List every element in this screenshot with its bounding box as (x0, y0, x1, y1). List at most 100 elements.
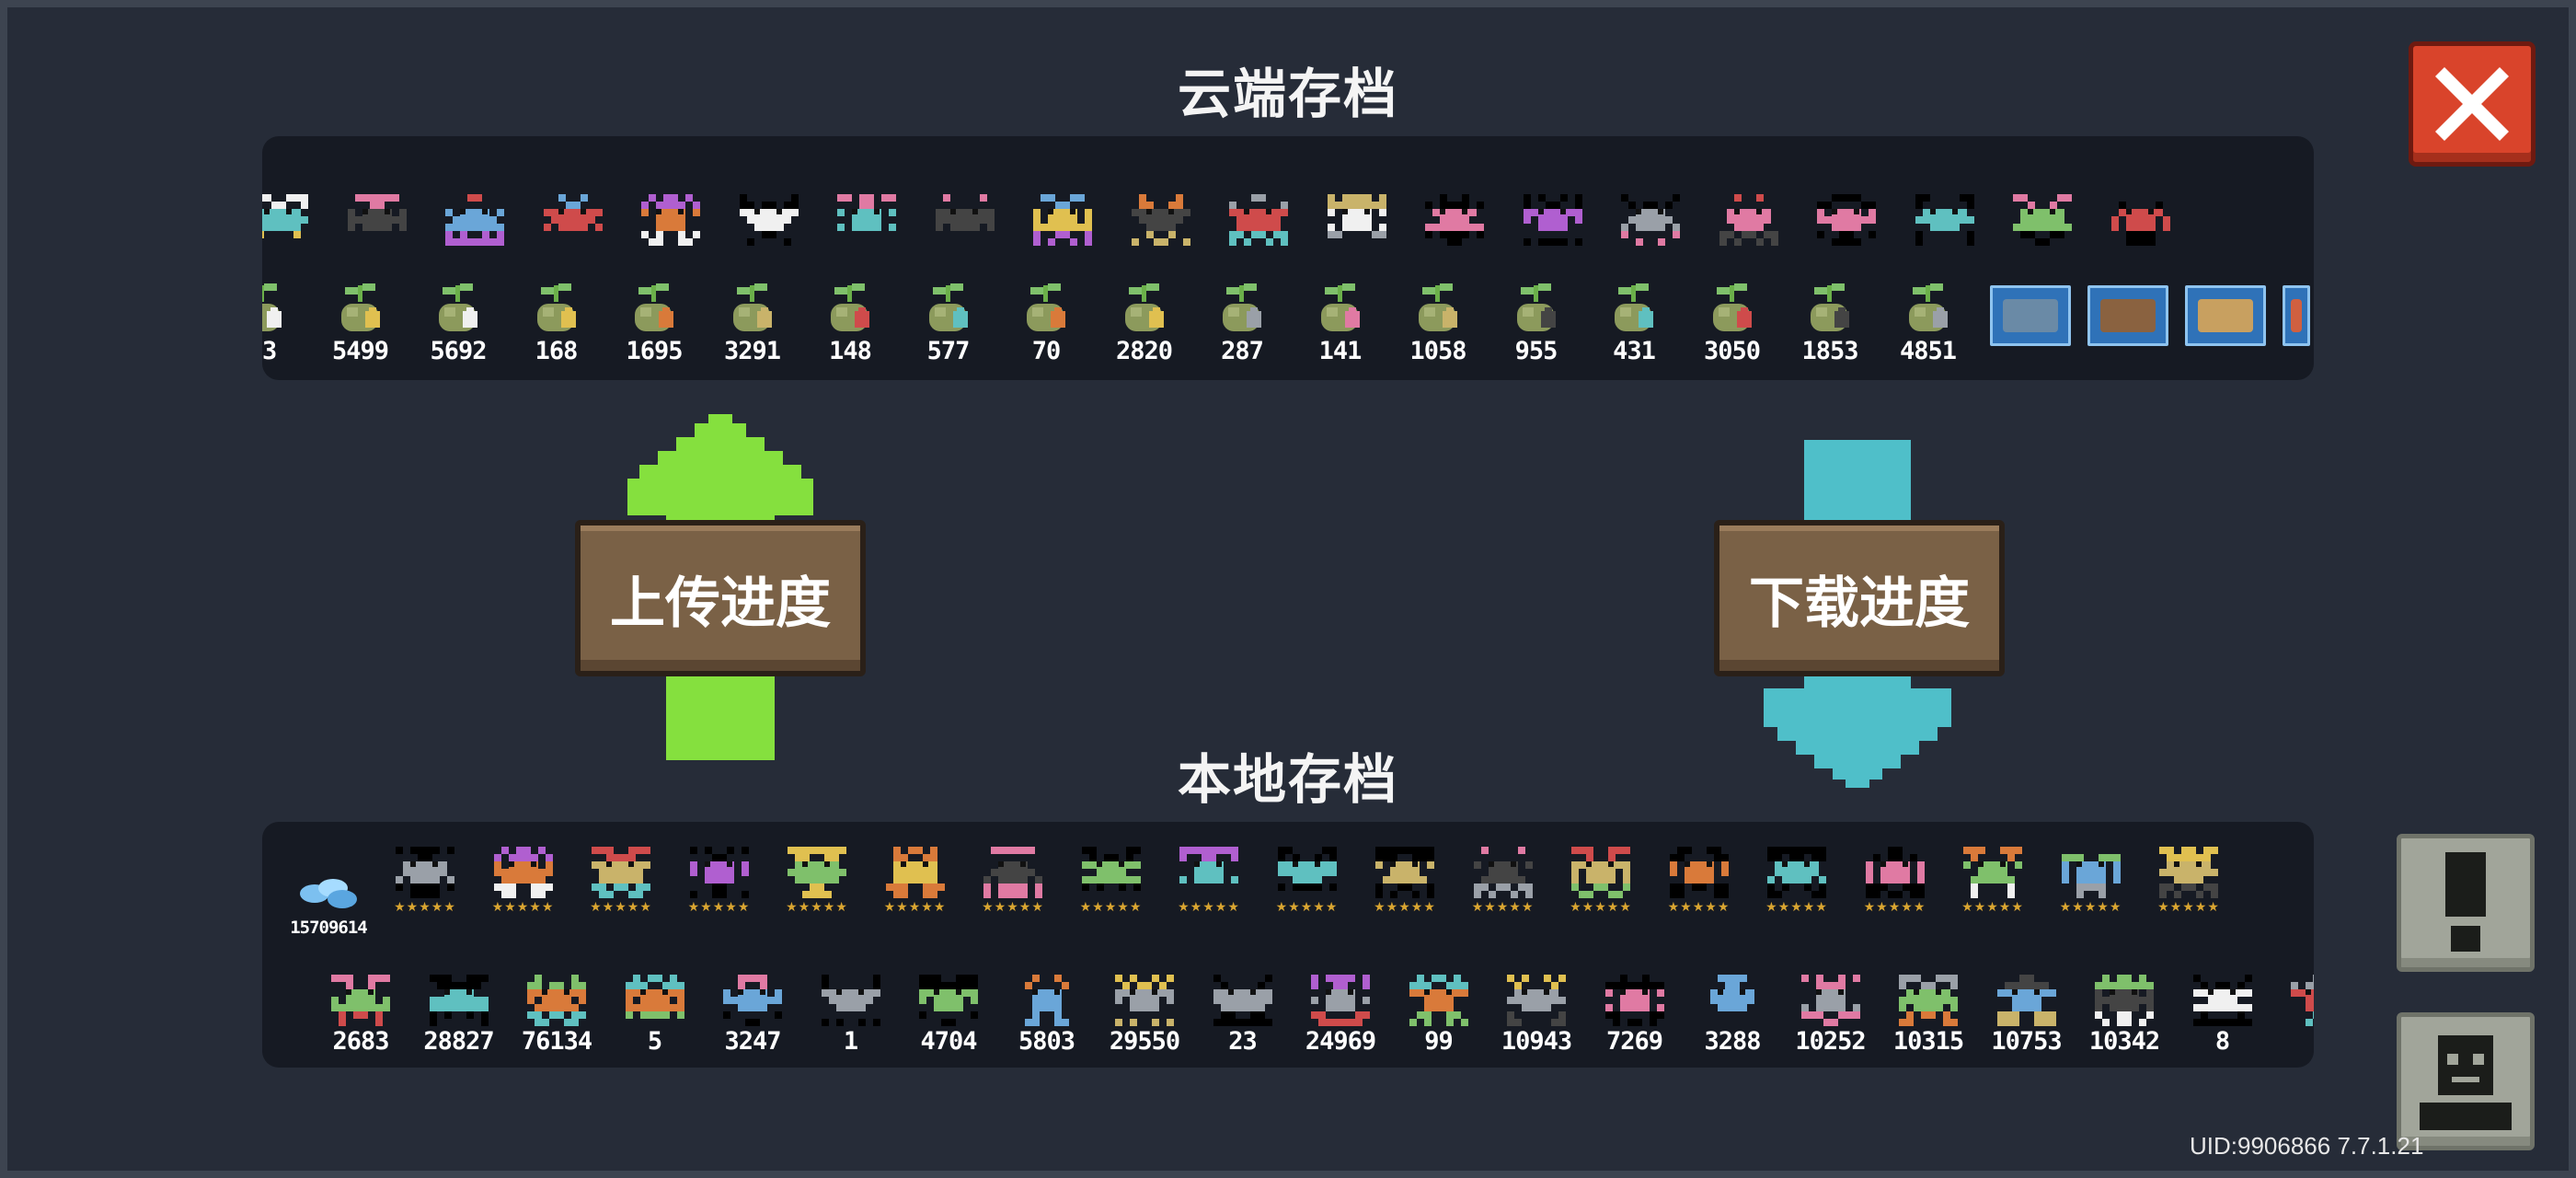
notice-button[interactable] (2397, 834, 2535, 972)
material-slot: 7269 (1586, 955, 1684, 1057)
seed-slot: 3050 (1684, 265, 1781, 366)
hero-slot: ★★★★★ (1455, 822, 1552, 923)
material-slot: 5 (606, 955, 704, 1057)
hero-stars: ★★★★★ (982, 900, 1044, 915)
seed-count: 1695 (626, 337, 683, 365)
pet-slot (1112, 145, 1210, 247)
energy-orb-material-icon (625, 974, 685, 1027)
card-robot-icon (1990, 285, 2071, 346)
seed-sprout-icon (1212, 283, 1272, 337)
tap-box-icon (1620, 193, 1681, 247)
seed-blue-icon (526, 283, 587, 337)
hero-slot: ★★★★★ (1356, 822, 1454, 923)
seed-count: 5692 (430, 337, 487, 365)
seed-mushroom-icon (820, 283, 880, 337)
seed-count: 3050 (1703, 337, 1761, 365)
seed-plain-icon (1016, 283, 1076, 337)
blueprint-material-icon (1213, 974, 1273, 1027)
upload-progress-button[interactable]: 上传进度 (575, 520, 866, 676)
material-count: 8 (2214, 1027, 2230, 1056)
seed-slot: 5692 (409, 265, 507, 366)
material-count: 4704 (920, 1027, 977, 1056)
hero-stars: ★★★★★ (491, 900, 555, 915)
druid-icon (1473, 846, 1534, 899)
material-slot: 10753 (1978, 955, 2076, 1057)
seed-count: 2820 (1115, 337, 1173, 365)
cyan-crystal-icon (1702, 974, 1763, 1027)
material-count: 5803 (1018, 1027, 1075, 1056)
hero-slot: ★★★★★ (1160, 822, 1258, 923)
hamster-icon (1131, 193, 1191, 247)
seed-count: 1058 (1409, 337, 1466, 365)
material-count: 28827 (423, 1027, 494, 1056)
seed-count: 148 (829, 337, 872, 365)
material-count: 10753 (1991, 1027, 2062, 1056)
hero-slot: ★★★★★ (1650, 822, 1748, 923)
purple-crystal-icon (1506, 974, 1567, 1027)
seed-count: 4851 (1899, 337, 1957, 365)
cloth-material-icon (1409, 974, 1469, 1027)
seed-slot: 13 (262, 265, 311, 366)
torch-material-icon (2290, 974, 2314, 1027)
material-count: 10943 (1501, 1027, 1572, 1056)
pet-slot (2092, 145, 2190, 247)
uid-version-text: UID:9906866 7.7.1.21 (2190, 1132, 2424, 1160)
sorcerer-icon (1962, 846, 2023, 899)
robot-icon (885, 846, 946, 899)
seed-bush-icon (1702, 283, 1763, 337)
elf-icon (1179, 846, 1239, 899)
hero-slot: ★★★★★ (768, 822, 866, 923)
hero-slot: ★★★★★ (572, 822, 670, 923)
material-count: 10315 (1892, 1027, 1964, 1056)
wood-material-icon (330, 974, 391, 1027)
seed-slot: 431 (1585, 265, 1683, 366)
material-count: 8 (2313, 1027, 2314, 1057)
hero-slot: ★★★★★ (671, 822, 768, 923)
seed-slot: 4851 (1880, 265, 1977, 366)
pet-slot (262, 145, 328, 247)
account-button[interactable] (2397, 1012, 2535, 1150)
hero-slot: ★★★★★ (2140, 822, 2237, 923)
feather-material-icon (821, 974, 881, 1027)
pet-slot (524, 145, 622, 247)
material-count: 10342 (2088, 1027, 2160, 1056)
seed-slot: 955 (1488, 265, 1585, 366)
priest-icon (1374, 846, 1435, 899)
knight-icon (395, 846, 455, 899)
seed-slot: 287 (1193, 265, 1291, 366)
seed-dark-icon (1114, 283, 1175, 337)
download-progress-button[interactable]: 下载进度 (1714, 520, 2005, 676)
hero-stars: ★★★★★ (590, 900, 652, 915)
dragon-icon (1915, 193, 1975, 247)
pet-slot (720, 145, 818, 247)
coal-material-icon (1310, 974, 1371, 1027)
seed-count: 955 (1514, 337, 1558, 365)
close-button[interactable] (2409, 41, 2536, 167)
material-count: 10252 (1795, 1027, 1866, 1056)
hero-slot: ★★★★★ (1944, 822, 2041, 923)
black-cat-icon (444, 193, 505, 247)
pet-slot (622, 145, 719, 247)
hero-stars: ★★★★★ (1570, 900, 1632, 915)
card-ring-icon (2185, 285, 2266, 346)
seed-count: 431 (1613, 337, 1656, 365)
berserker-icon (1570, 846, 1631, 899)
airbender-icon (2061, 846, 2122, 899)
material-count: 99 (1424, 1027, 1454, 1056)
bandit-icon (2110, 193, 2171, 247)
gem-coins-icon (298, 864, 359, 918)
pet-slot (1700, 145, 1798, 247)
seed-tall-icon (1898, 283, 1959, 337)
pig-icon (347, 193, 408, 247)
bag-material-icon (722, 974, 783, 1027)
card-partial-icon (2283, 285, 2310, 346)
hero-slot: ★★★★★ (376, 822, 474, 923)
hero-stars: ★★★★★ (394, 900, 456, 915)
exclamation-icon (2445, 852, 2486, 952)
cloud-save-panel: 13 5499 5692 168 1695 (262, 136, 2314, 380)
rocket-icon (1424, 193, 1485, 247)
seed-flower-icon (722, 283, 783, 337)
seed-count: 3291 (723, 337, 781, 365)
m-badge-icon (2012, 193, 2073, 247)
hero-stars: ★★★★★ (1275, 900, 1339, 915)
